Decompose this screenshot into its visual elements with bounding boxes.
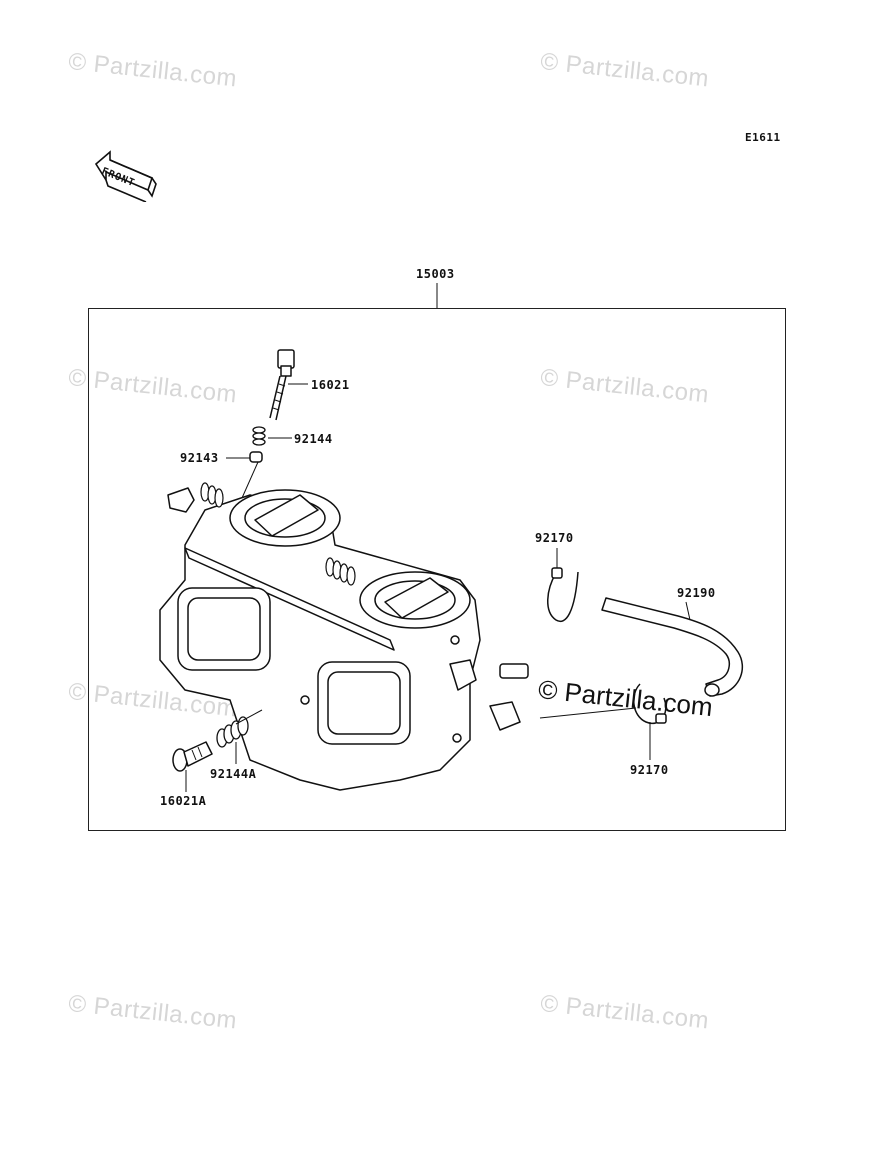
front-arrow-icon [94, 150, 157, 202]
part-label-92144a: 92144A [210, 767, 257, 781]
part-label-92170-bottom: 92170 [630, 763, 669, 777]
part-label-16021: 16021 [311, 378, 350, 392]
diagram-code: E1611 [745, 131, 781, 144]
assembly-label: 15003 [416, 267, 455, 281]
part-label-16021a: 16021A [160, 794, 207, 808]
part-label-92190: 92190 [677, 586, 716, 600]
part-label-92144: 92144 [294, 432, 333, 446]
part-label-92170-top: 92170 [535, 531, 574, 545]
assembly-frame [88, 308, 786, 831]
part-label-92143: 92143 [180, 451, 219, 465]
